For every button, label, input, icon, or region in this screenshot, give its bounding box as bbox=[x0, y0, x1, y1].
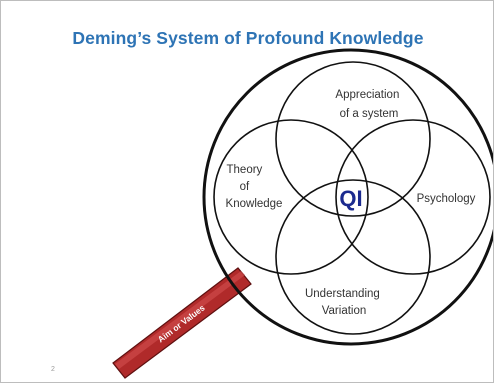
label-appreciation-of-a-system: Appreciation of a system bbox=[335, 89, 402, 120]
circle-understanding-variation bbox=[275, 179, 431, 335]
page-number: 2 bbox=[51, 366, 55, 373]
circle-theory-of-knowledge bbox=[213, 119, 369, 275]
handle-label: Aim or Values bbox=[156, 303, 207, 345]
magnifier-lens bbox=[202, 48, 493, 346]
slide-title: Deming’s System of Profound Knowledge bbox=[72, 28, 424, 48]
circle-appreciation-of-a-system bbox=[275, 61, 431, 217]
label-psychology: Psychology bbox=[417, 193, 476, 205]
label-theory-of-knowledge: Theory of Knowledge bbox=[226, 164, 283, 210]
center-label-qi: QI bbox=[339, 186, 362, 211]
magnifier-handle: Aim or Values bbox=[112, 267, 252, 379]
handle-bar-highlight bbox=[115, 271, 245, 369]
label-understanding-variation: Understanding Variation bbox=[305, 288, 383, 317]
circle-psychology bbox=[335, 119, 491, 275]
